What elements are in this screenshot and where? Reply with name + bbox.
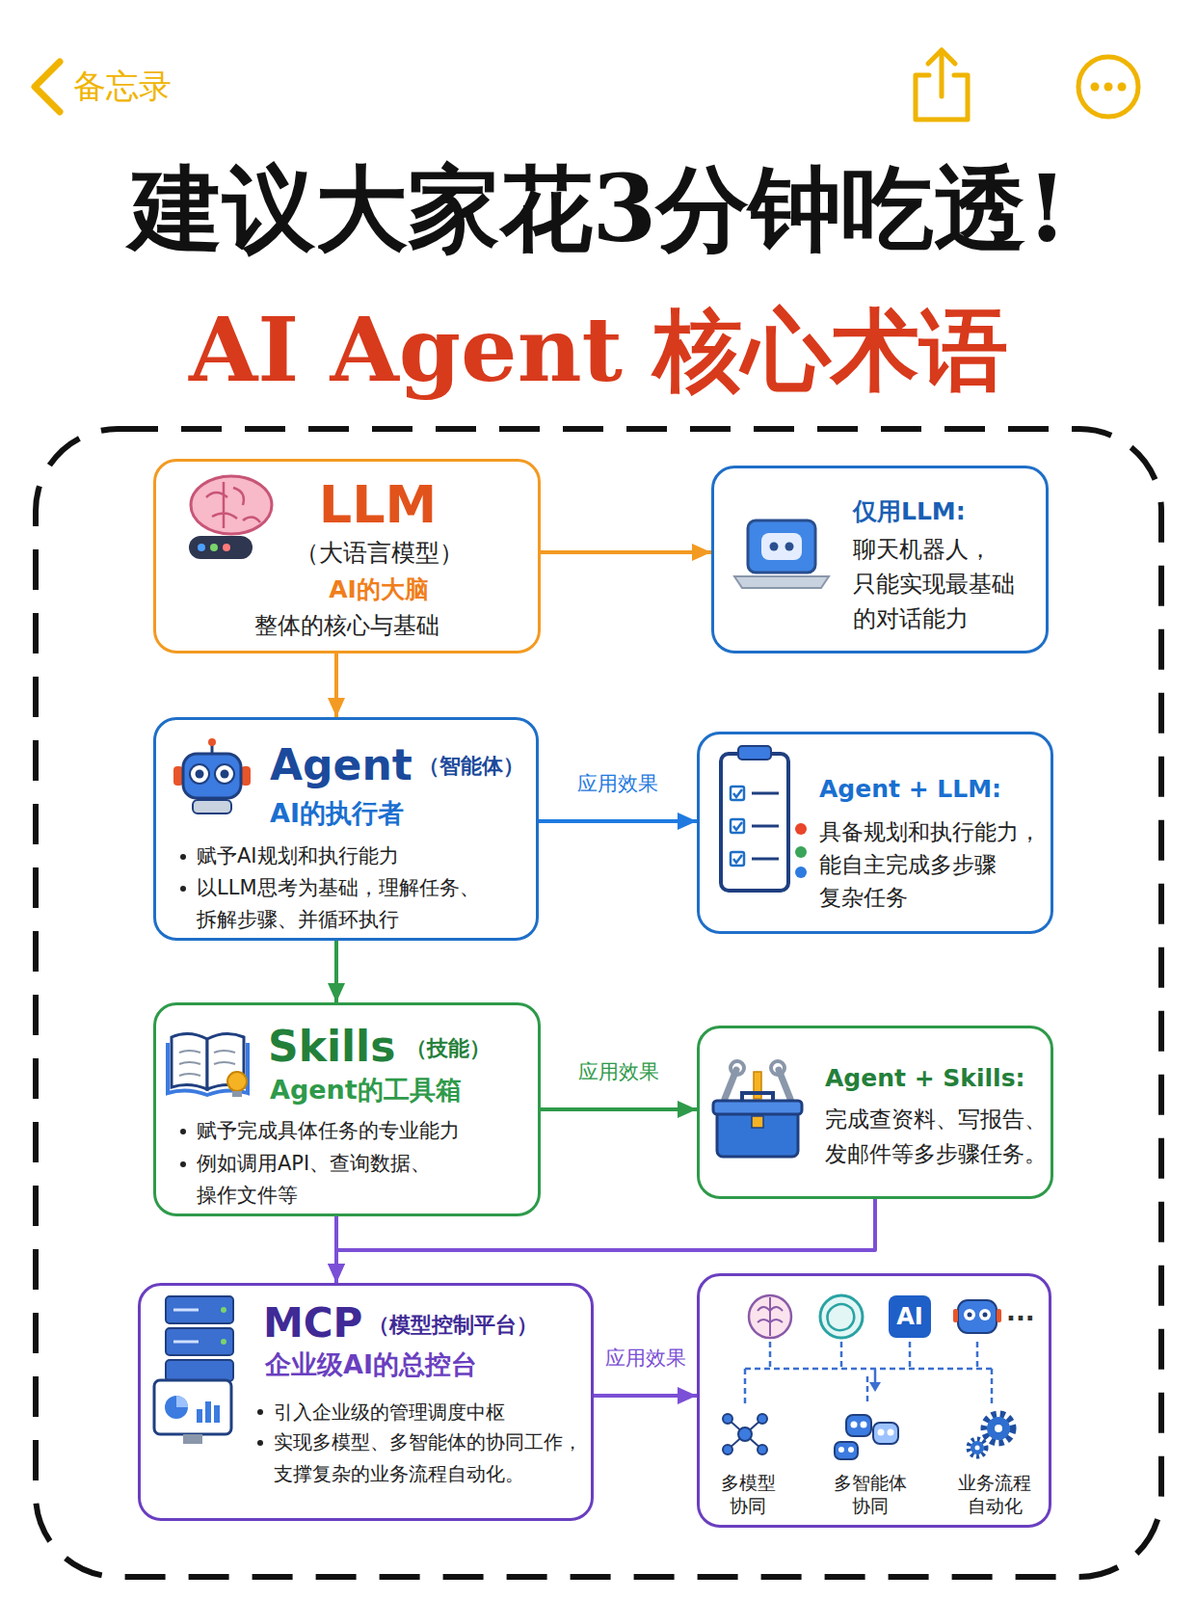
result-box: Agent + Skills: 完成查资料、写报告、 发邮件等多步骤任务。	[696, 1025, 1054, 1199]
title: 建议大家花3分钟吃透!	[0, 156, 1197, 263]
dashed-border	[35, 428, 1162, 1577]
box-heading: 仅用LLM:	[852, 495, 1037, 529]
node-role: 企业级AI的总控台	[265, 1347, 574, 1383]
edge-label: 应用效果	[587, 1345, 704, 1371]
bullet-text: 例如调用API、查询数据、 操作文件等	[196, 1147, 530, 1212]
edge-label: 应用效果	[559, 771, 676, 797]
box-body: 完成查资料、写报告、 发邮件等多步骤任务。	[824, 1101, 1052, 1171]
mcp-box: MCP（模型控制平台） 企业级AI的总控台引入企业级的管理调度中枢实现多模型、多智…	[137, 1282, 594, 1521]
bullet-text: 以LLM思考为基础，理解任务、 拆解步骤、并循环执行	[196, 872, 525, 936]
node-heading: Agent	[269, 739, 415, 792]
edge-label: 应用效果	[560, 1059, 677, 1085]
connector-arrow	[540, 550, 712, 555]
skills-box: Skills（技能） Agent的工具箱赋予完成具体任务的专业能力例如调用API、…	[153, 1002, 541, 1217]
connector-arrow	[334, 940, 339, 1003]
connector-arrow	[334, 1216, 339, 1283]
box-heading: Agent + LLM:	[819, 772, 1051, 806]
subtitle: AI Agent 核心术语	[0, 296, 1197, 403]
node-heading: LLM	[281, 475, 475, 535]
item-label: 多模型 协同	[701, 1470, 795, 1517]
box-heading: Agent + Skills:	[824, 1062, 1049, 1095]
connector-arrow	[334, 653, 339, 718]
ellipsis-label: ...	[1006, 1297, 1049, 1327]
more-icon	[1078, 56, 1139, 117]
share-icon	[915, 50, 968, 120]
connector-arrow	[540, 1107, 697, 1112]
node-role: Agent的工具箱	[269, 1072, 531, 1108]
node-subtitle: （大语言模型）	[263, 536, 495, 570]
llm-box: LLM（大语言模型）AI的大脑整体的核心与基础	[153, 458, 541, 654]
result-box: Agent + LLM: 具备规划和执行能力， 能自主完成多步骤 复杂任务	[696, 731, 1054, 934]
node-role: AI的大脑	[263, 573, 495, 607]
box-body: 具备规划和执行能力， 能自主完成多步骤 复杂任务	[819, 815, 1051, 914]
node-heading: MCP	[263, 1299, 370, 1348]
agent-box: Agent（智能体） AI的执行者赋予AI规划和执行能力以LLM思考为基础，理解任…	[153, 717, 539, 941]
item-label: 业务流程 自动化	[948, 1470, 1041, 1517]
connector-arrow	[538, 819, 697, 824]
bullet-text: 赋予AI规划和执行能力	[196, 840, 525, 873]
bullet-text: 赋予完成具体任务的专业能力	[196, 1115, 530, 1147]
connector-arrow	[593, 1393, 697, 1398]
node-subtitle: （模型控制平台）	[368, 1310, 561, 1340]
node-description: 整体的核心与基础	[212, 610, 482, 641]
back-chevron	[34, 61, 60, 112]
result-box: 多模型 协同多智能体 协同业务流程 自动化	[696, 1273, 1052, 1528]
item-label: 多智能体 协同	[824, 1470, 917, 1517]
node-role: AI的执行者	[269, 796, 521, 831]
node-subtitle: （技能）	[405, 1034, 532, 1064]
icon-label: AI	[888, 1295, 931, 1338]
node-subtitle: （智能体）	[418, 751, 534, 781]
bullet-text: 实现多模型、多智能体的协同工作， 支撑复杂的业务流程自动化。	[273, 1426, 592, 1490]
node-heading: Skills	[267, 1020, 403, 1073]
result-box: 仅用LLM:聊天机器人， 只能实现最基础 的对话能力	[711, 465, 1049, 654]
box-body: 聊天机器人， 只能实现最基础 的对话能力	[852, 532, 1037, 637]
bullet-text: 引入企业级的管理调度中枢	[273, 1396, 592, 1428]
back-label: 备忘录	[73, 63, 266, 108]
